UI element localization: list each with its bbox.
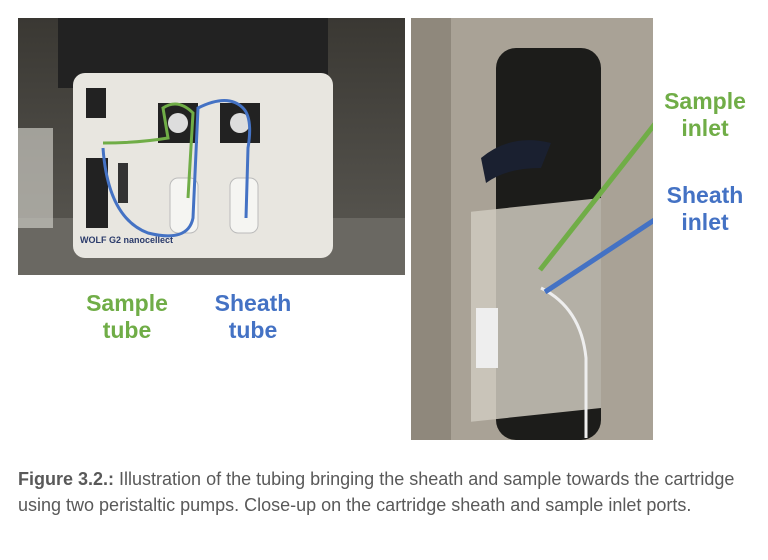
sheath-tube-label: Sheath tube bbox=[214, 290, 292, 343]
figure-caption: Figure 3.2.: Illustration of the tubing … bbox=[18, 466, 738, 518]
cartridge-photo bbox=[411, 18, 653, 440]
device-logo: WOLF G2 nanocellect bbox=[80, 235, 173, 245]
sample-tube-label: Sample tube bbox=[86, 290, 168, 343]
sheath-inlet-label: Sheath inlet bbox=[666, 182, 744, 235]
caption-label: Figure 3.2.: bbox=[18, 469, 115, 489]
sample-inlet-label: Sample inlet bbox=[664, 88, 746, 141]
caption-text: Illustration of the tubing bringing the … bbox=[18, 469, 735, 515]
instrument-photo: WOLF G2 nanocellect bbox=[18, 18, 405, 275]
